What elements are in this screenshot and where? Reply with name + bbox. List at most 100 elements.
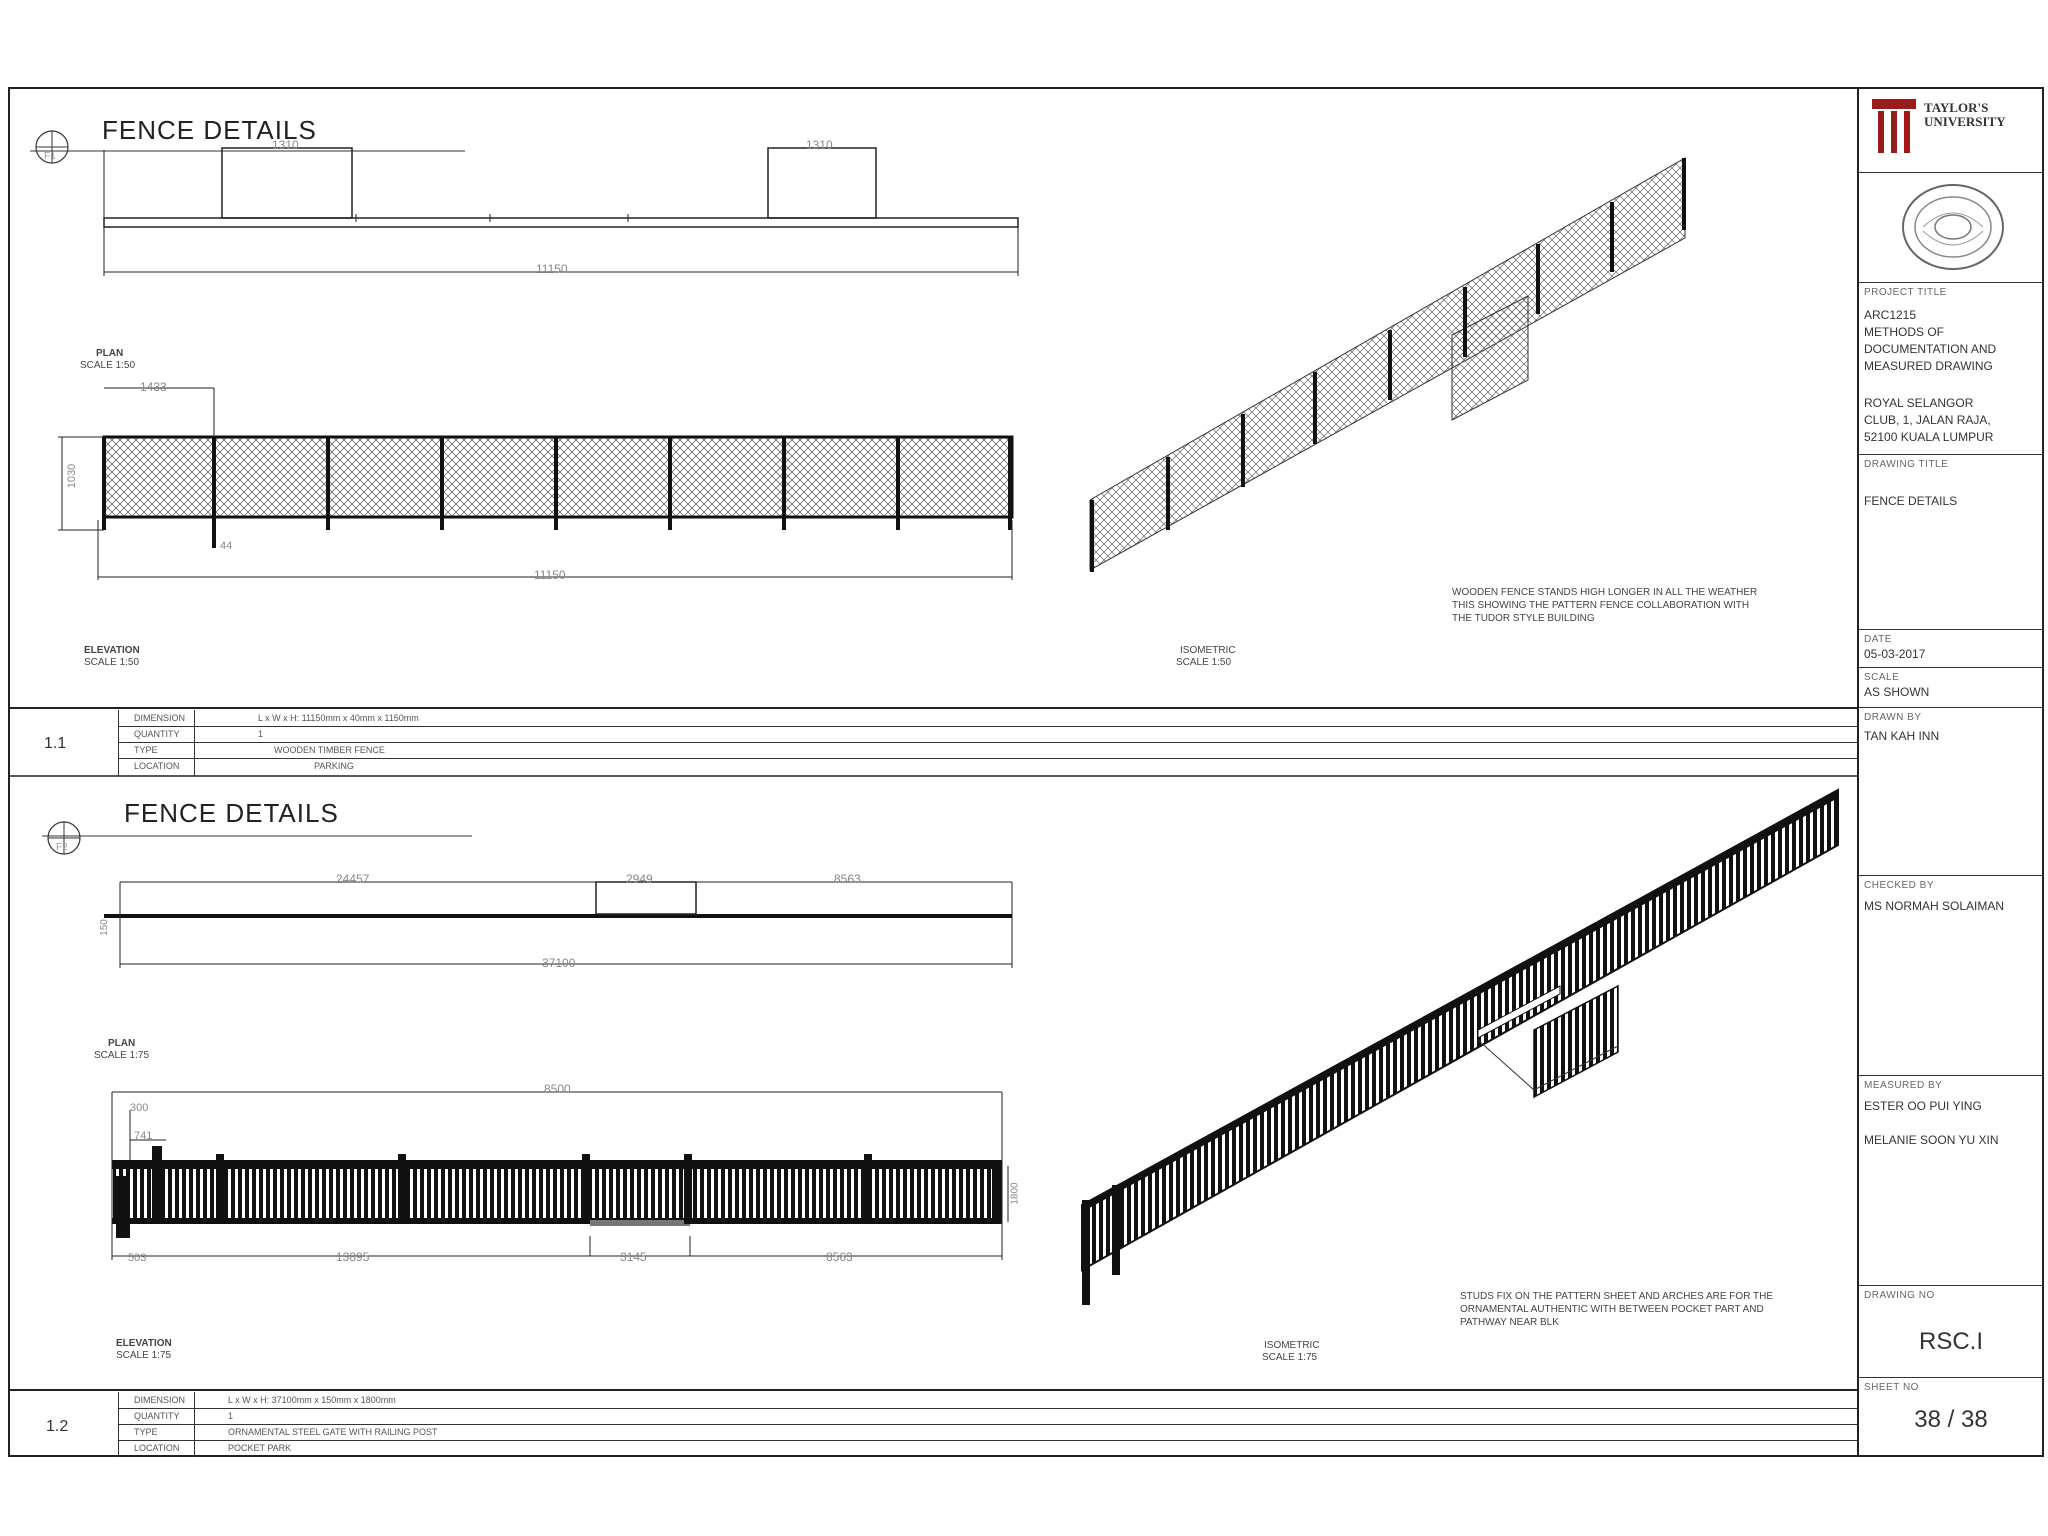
schedule2-row-label: DIMENSION [134,1395,186,1405]
detail1-dim-height: 1030 [66,463,79,489]
detail1-title-marker [30,130,465,164]
university-name: TAYLOR'S UNIVERSITY [1924,100,2006,129]
schedule2-row-label: TYPE [134,1427,158,1437]
detail2-isometric [1081,788,1839,1305]
schedule2-row-value: L x W x H: 37100mm x 150mm x 1800mm [228,1395,396,1405]
club-seal-cell [1858,173,2044,283]
schedule1-row-value: PARKING [314,761,354,771]
project-title: ARC1215 METHODS OF DOCUMENTATION AND MEA… [1864,308,1997,373]
sheet-no-value: 38 / 38 [1914,1406,1988,1433]
measured-by-value: ESTER OO PUI YING MELANIE SOON YU XIN [1864,1099,1999,1147]
sheet-no-label: SHEET NO [1864,1382,1919,1393]
drawn-by-cell: DRAWN BY TAN KAH INN [1858,708,2044,876]
detail2-elevation-label: ELEVATION [116,1338,172,1349]
detail1-marker: F1 [44,151,56,162]
detail2-dim-plan-b: 2949 [626,872,653,886]
measured-by-cell: MEASURED BY ESTER OO PUI YING MELANIE SO… [1858,1076,2044,1286]
checked-by-label: CHECKED BY [1864,880,1935,891]
schedule2-row-label: LOCATION [134,1443,180,1453]
drawing-no-cell: DRAWING NO RSC.I [1858,1286,2044,1378]
checked-by-cell: CHECKED BY MS NORMAH SOLAIMAN [1858,876,2044,1076]
detail2-iso-label: ISOMETRIC [1264,1340,1320,1351]
detail2-dim-plan-a: 24457 [336,872,370,886]
drawn-by-label: DRAWN BY [1864,712,1922,723]
detail2-elevation-scale: SCALE 1:75 [116,1350,172,1361]
schedule2-id: 1.2 [46,1418,69,1435]
drawing-sheet [8,87,2044,1457]
project-title-label: PROJECT TITLE [1864,287,1947,298]
sheet-no-cell: SHEET NO 38 / 38 [1858,1378,2044,1457]
schedule1-id: 1.1 [44,735,67,752]
schedule1-row-value: WOODEN TIMBER FENCE [274,745,385,755]
measured-by-label: MEASURED BY [1864,1080,1943,1091]
detail2-dim-elev-h: 1800 [1009,1182,1021,1205]
scale-cell: SCALE AS SHOWN [1858,668,2044,708]
date-cell: DATE 05-03-2017 [1858,630,2044,668]
detail1-dim-gate-a: 1310 [272,138,299,152]
detail1-plan-label: PLAN [96,348,124,359]
schedule1-row-label: DIMENSION [134,713,186,723]
drawing-no-value: RSC.I [1918,1328,1983,1355]
date-value: 05-03-2017 [1864,647,1926,661]
detail1-elevation [58,387,1014,580]
detail2-marker: F2 [56,842,68,853]
drawing-title: FENCE DETAILS [1864,494,1958,508]
detail2-dim-plan-h: 150 [98,919,110,936]
detail1-dim-post: 44 [220,540,233,552]
checked-by-value: MS NORMAH SOLAIMAN [1864,899,2005,913]
detail1-dim-bay: 1433 [140,380,167,394]
schedule1-row-label: TYPE [134,745,158,755]
schedule2-row-label: QUANTITY [134,1411,180,1421]
drawn-by-value: TAN KAH INN [1864,729,1940,743]
date-label: DATE [1864,634,1892,645]
detail2-dim-elev-sub: 741 [134,1130,153,1142]
detail2-dim-elev-top: 300 [130,1102,149,1114]
drawing-title-label: DRAWING TITLE [1864,459,1949,470]
detail1-isometric [1089,157,1686,572]
drawing-title-cell: DRAWING TITLE FENCE DETAILS [1858,455,2044,630]
detail1-plan-scale: SCALE 1:50 [80,360,136,371]
scale-label: SCALE [1864,672,1900,683]
detail1-note: WOODEN FENCE STANDS HIGH LONGER IN ALL T… [1452,587,1758,624]
schedule2-table: DIMENSION L x W x H: 37100mm x 150mm x 1… [118,1392,1858,1457]
detail1-dim-plan-total: 11150 [536,262,568,276]
schedule1-row-label: LOCATION [134,761,180,771]
detail1-iso-scale: SCALE 1:50 [1176,657,1232,668]
detail1-dim-elev-total: 11150 [534,568,566,582]
detail2-iso-scale: SCALE 1:75 [1262,1352,1318,1363]
detail2-plan [104,881,1013,968]
detail2-dim-elev-c: 3145 [620,1250,647,1264]
detail2-title-marker [42,821,472,855]
detail2-dim-plan-c: 8563 [834,872,861,886]
schedule1-row-label: QUANTITY [134,729,180,739]
schedule1-table: DIMENSION L x W x H: 11150mm x 40mm x 11… [118,710,1858,776]
project-title-cell: PROJECT TITLE ARC1215 METHODS OF DOCUMEN… [1858,283,2044,455]
club-seal-icon [1902,184,2004,270]
detail2-dim-elev-d: 8563 [826,1250,853,1264]
detail2-elevation [111,1091,1009,1260]
schedule2-row-value: 1 [228,1411,234,1421]
detail2-plan-label: PLAN [108,1038,136,1049]
detail2-note: STUDS FIX ON THE PATTERN SHEET AND ARCHE… [1460,1291,1774,1328]
detail1-elevation-scale: SCALE 1:50 [84,657,140,668]
detail1-dim-gate-b: 1310 [806,138,833,152]
detail2-dim-elev-total: 8500 [544,1082,571,1096]
detail1-plan [103,147,1019,276]
detail2-plan-scale: SCALE 1:75 [94,1050,150,1061]
detail2-dim-plan-total: 37100 [542,956,576,970]
schedule1-row-value: 1 [258,729,264,739]
detail1-title: FENCE DETAILS [102,115,317,145]
university-crest-icon [1872,99,1916,153]
detail1-iso-label: ISOMETRIC [1180,645,1236,656]
university-logo-cell: TAYLOR'S UNIVERSITY [1858,87,2044,173]
detail2-title: FENCE DETAILS [124,798,339,828]
project-address: ROYAL SELANGOR CLUB, 1, JALAN RAJA, 5210… [1864,396,1994,444]
drawing-no-label: DRAWING NO [1864,1290,1935,1301]
detail1-elevation-label: ELEVATION [84,645,140,656]
schedule1-row-value: L x W x H: 11150mm x 40mm x 1150mm [258,713,419,723]
detail2-dim-elev-b: 13895 [336,1250,370,1264]
detail2-dim-elev-a: 503 [128,1252,147,1264]
schedule2-row-value: POCKET PARK [228,1443,292,1453]
schedule2-row-value: ORNAMENTAL STEEL GATE WITH RAILING POST [228,1427,438,1437]
